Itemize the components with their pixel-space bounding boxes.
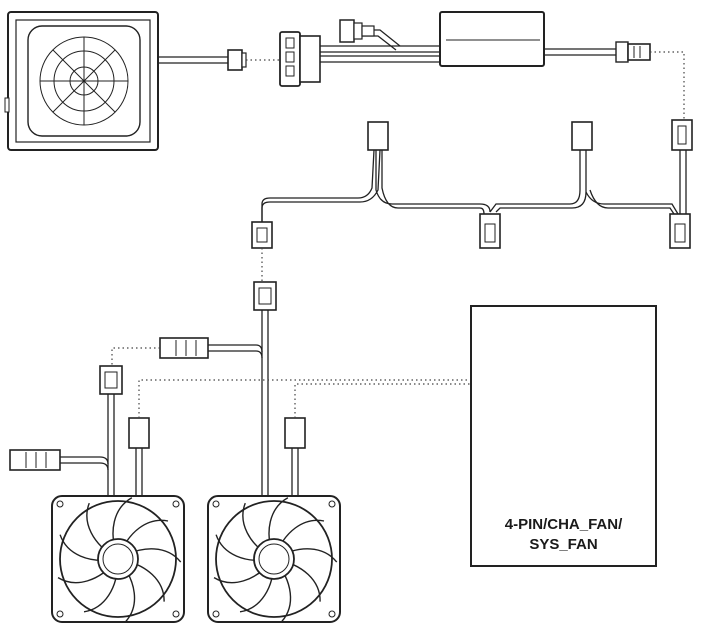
right-fan-cable (208, 310, 299, 496)
hub-output-connector (615, 41, 651, 63)
splitter-bottom-connector-1 (251, 221, 273, 249)
hub-cables (320, 29, 440, 63)
header-label-line2: SYS_FAN (529, 536, 598, 553)
header-label: 4-PIN/CHA_FAN/ SYS_FAN (472, 515, 655, 555)
molex-adapter (279, 31, 321, 87)
right-fan-pwm-connector (159, 337, 209, 359)
splitter-cable (261, 149, 687, 222)
right-case-fan (207, 495, 341, 623)
splitter-top-connector-1 (367, 121, 389, 151)
left-fan-connector-top (99, 365, 123, 395)
left-fan-cable (60, 394, 143, 496)
splitter-bottom-connector-2 (479, 213, 501, 249)
power-supply (4, 11, 159, 151)
splitter-top-connector-2 (571, 121, 593, 151)
fan-hub-box (439, 11, 545, 67)
right-fan-argb-connector (284, 417, 306, 449)
header-callout-box: 4-PIN/CHA_FAN/ SYS_FAN (470, 305, 657, 567)
psu-4pin-connector (227, 49, 247, 71)
header-label-line1: 4-PIN/CHA_FAN/ (504, 516, 623, 533)
left-fan-pwm-connector (9, 449, 61, 471)
splitter-input-connector (671, 119, 693, 151)
sata-plug (339, 19, 375, 43)
right-fan-connector-top (253, 281, 277, 311)
psu-cable (158, 56, 228, 64)
left-fan-argb-connector (128, 417, 150, 449)
splitter-bottom-connector-3 (669, 213, 691, 249)
hub-output-cable (544, 48, 616, 56)
left-case-fan (51, 495, 185, 623)
psu-fan-grille-icon (39, 36, 129, 126)
